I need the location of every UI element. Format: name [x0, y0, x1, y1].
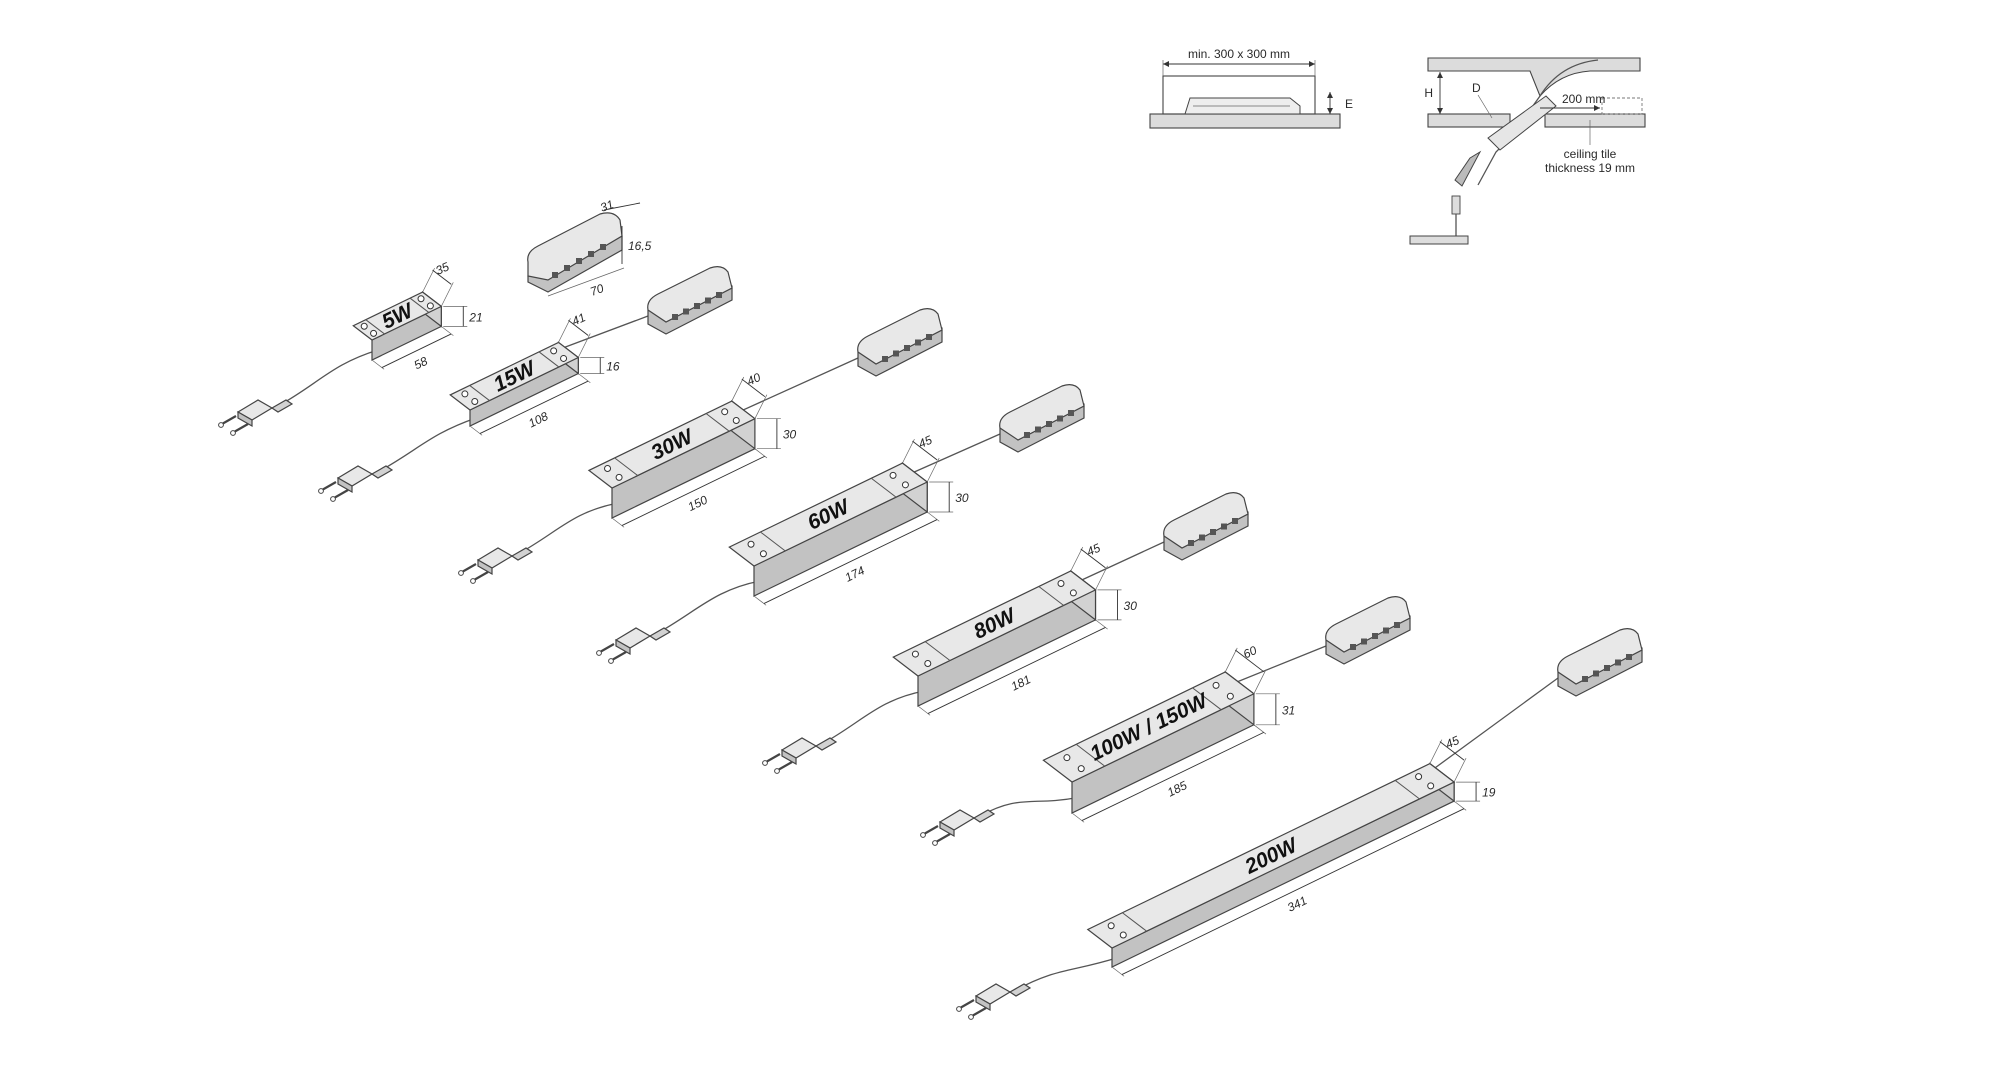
ceiling-tile-left	[1427, 113, 1511, 128]
driver-60w-width-label: 45	[916, 433, 934, 451]
ceiling-driver-outline	[1601, 97, 1643, 115]
driver-15w-length-dimension	[479, 380, 589, 434]
driver-200w-input-cable	[1015, 956, 1119, 991]
driver-5w-length-dimension	[381, 333, 452, 368]
driver-15w-input-cable	[377, 417, 477, 473]
driver-5w-height-label: 21	[468, 310, 482, 324]
ceiling-tile-right	[1544, 113, 1646, 128]
driver-100w-length-dimension	[1081, 731, 1264, 821]
ceiling-diameter-label: D	[1472, 81, 1481, 95]
driver-200w-width-dimension	[1439, 741, 1465, 761]
driver-30w-height-label: 30	[783, 428, 797, 442]
driver-80w-output-cable	[1068, 541, 1165, 587]
driver-200w-length-dimension	[1121, 808, 1465, 975]
driver-15w-width-label: 41	[570, 310, 588, 328]
driver-5w-length-label: 58	[412, 354, 430, 373]
driver-100w-input-cable	[979, 796, 1079, 817]
driver-15w-height-label: 16	[606, 360, 620, 374]
ceiling-tile-note-line2: thickness 19 mm	[1545, 161, 1635, 175]
drivers-layer: 5W58352115W108411630W150403060W174453080…	[218, 259, 1643, 1020]
driver-15w-length-label: 108	[526, 409, 550, 431]
driver-80w-width-label: 45	[1085, 541, 1103, 559]
distributor-length-label: 70	[588, 281, 606, 299]
driver-30w-width-dimension	[741, 378, 766, 398]
driver-60w-length-label: 174	[843, 563, 867, 585]
driver-80w-input-cable	[821, 690, 925, 745]
driver-15w-output-cable	[556, 315, 649, 351]
driver-5w-width-dimension	[432, 269, 452, 285]
driver-30w-top-face	[587, 400, 757, 489]
clearance-label: min. 300 x 300 mm	[1188, 47, 1290, 61]
driver-5w-width-label: 35	[433, 259, 451, 277]
driver-30w-length-dimension	[621, 455, 765, 526]
driver-200w-height-label: 19	[1482, 786, 1496, 800]
driver-80w-length-label: 181	[1009, 672, 1033, 693]
driver-30w-output-cable	[729, 357, 859, 417]
distributor-width-label: 31	[598, 197, 615, 215]
driver-200w-front-face	[1111, 781, 1455, 968]
driver-80w-height-label: 30	[1124, 599, 1138, 613]
distributor-5w: 31 16,5 70	[527, 197, 652, 299]
driver-30w-width-label: 40	[745, 370, 763, 388]
driver-60w-input-cable	[655, 580, 761, 635]
recess-base-plate	[1149, 113, 1341, 129]
driver-80w-width-dimension	[1080, 548, 1106, 569]
driver-15w-width-dimension	[568, 320, 589, 336]
distributor-height-label: 16,5	[628, 239, 652, 253]
driver-60w-height-label: 30	[955, 491, 969, 505]
ceiling-offset-label: 200 mm	[1562, 92, 1605, 106]
driver-30w-length-label: 150	[686, 492, 710, 514]
driver-200w-length-label: 341	[1285, 893, 1309, 914]
driver-100w-width-dimension	[1234, 649, 1265, 673]
ceiling-driver-body	[1487, 95, 1557, 151]
driver-200w-output-cable	[1427, 677, 1559, 774]
ceiling-connector	[1454, 150, 1482, 187]
driver-80w-length-dimension	[927, 627, 1106, 714]
driver-100w-output-cable	[1223, 645, 1327, 689]
driver-200w-width-label: 45	[1443, 733, 1461, 751]
ceiling-installation-detail: H D 200 mm ceiling tile thickness 19 mm	[1409, 57, 1646, 245]
driver-60w-output-cable	[900, 433, 1001, 479]
recess-depth-label: E	[1345, 97, 1353, 111]
driver-100w-length-label: 185	[1165, 778, 1189, 800]
recess-installation-detail: min. 300 x 300 mm E	[1149, 47, 1353, 129]
ceiling-height-label: H	[1424, 86, 1433, 100]
driver-60w-width-dimension	[912, 440, 938, 461]
driver-5w-input-cable	[277, 349, 379, 407]
driver-100w-top-face	[1042, 671, 1256, 783]
driver-60w-length-dimension	[763, 519, 938, 604]
ceiling-upper-slab	[1427, 57, 1641, 98]
ceiling-spotlight	[1409, 235, 1469, 245]
driver-100w-width-label: 60	[1241, 643, 1259, 661]
driver-30w-input-cable	[517, 502, 619, 555]
ceiling-tile-note-line1: ceiling tile	[1564, 147, 1617, 161]
driver-100w-height-label: 31	[1282, 703, 1295, 717]
